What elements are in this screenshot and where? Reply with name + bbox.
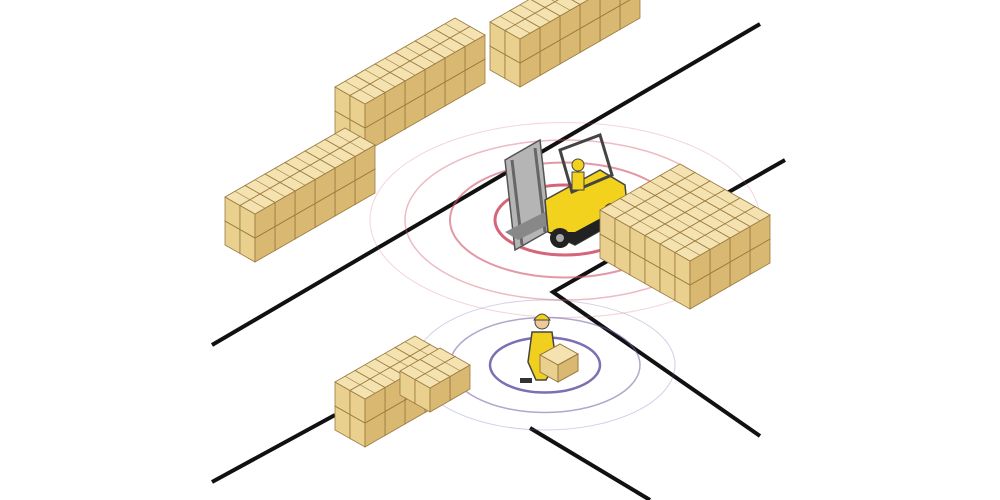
aisle-edge-top: [210, 22, 762, 347]
cardboard-box-icon: [239, 193, 276, 239]
cardboard-box-icon: [349, 378, 386, 424]
cardboard-box-icon: [414, 367, 451, 413]
aisle-edge-bottom-left: [211, 413, 336, 484]
cardboard-box-icon: [349, 83, 386, 129]
worker-icon: [520, 313, 580, 383]
box-stacks-front: [334, 163, 771, 448]
aisle-edge-bottom-right: [528, 426, 652, 500]
cardboard-box-icon: [504, 18, 541, 64]
cardboard-box-icon: [674, 240, 711, 286]
box-stacks-back: [224, 0, 641, 263]
